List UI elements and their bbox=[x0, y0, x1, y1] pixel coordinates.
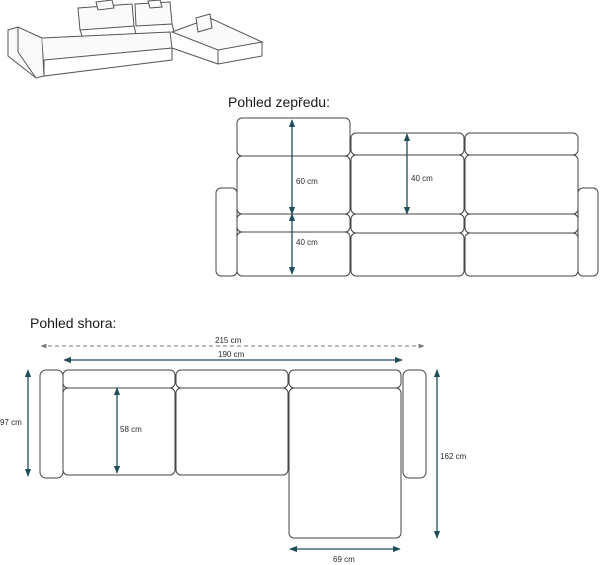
front-back-dimension-label: 40 cm bbox=[411, 174, 433, 183]
top-chaise-length-dimension-label: 162 cm bbox=[440, 452, 467, 461]
top-seat-depth-dimension-label: 58 cm bbox=[120, 425, 142, 434]
top-back-middle bbox=[175, 369, 289, 389]
front-middle-seat-cushion bbox=[350, 213, 465, 234]
front-view-title: Pohled zepředu: bbox=[228, 94, 330, 110]
sofa-perspective-sketch bbox=[7, 0, 264, 79]
top-seat-width-label: 190 cm bbox=[218, 350, 245, 359]
front-left-armrest bbox=[215, 187, 238, 277]
top-view-title: Pohled shora: bbox=[30, 315, 116, 331]
front-left-base bbox=[236, 231, 351, 277]
front-middle-base bbox=[350, 232, 465, 277]
top-chaise-width-dimension-label: 69 cm bbox=[333, 555, 355, 564]
front-headrest-dimension-label: 60 cm bbox=[296, 177, 318, 186]
top-back-right bbox=[288, 369, 402, 389]
front-right-backrest bbox=[464, 154, 579, 215]
front-right-seat-cushion bbox=[464, 213, 579, 234]
front-left-headrest bbox=[236, 117, 351, 157]
front-left-seat-cushion bbox=[236, 213, 351, 233]
top-depth-dimension-label: 97 cm bbox=[0, 418, 22, 427]
front-left-backrest bbox=[236, 155, 351, 215]
front-seat-dimension-label: 40 cm bbox=[296, 238, 318, 247]
top-total-width-label: 215 cm bbox=[215, 336, 242, 345]
top-back-left bbox=[62, 369, 176, 389]
top-left-armrest bbox=[39, 369, 64, 479]
top-seat-left bbox=[62, 387, 176, 476]
front-right-armrest bbox=[577, 187, 599, 277]
top-right-armrest bbox=[402, 369, 427, 479]
front-right-headrest bbox=[464, 132, 579, 156]
front-right-base bbox=[464, 232, 579, 277]
top-seat-middle bbox=[175, 387, 289, 476]
top-view-drawing bbox=[39, 369, 427, 539]
top-chaise bbox=[288, 387, 402, 539]
